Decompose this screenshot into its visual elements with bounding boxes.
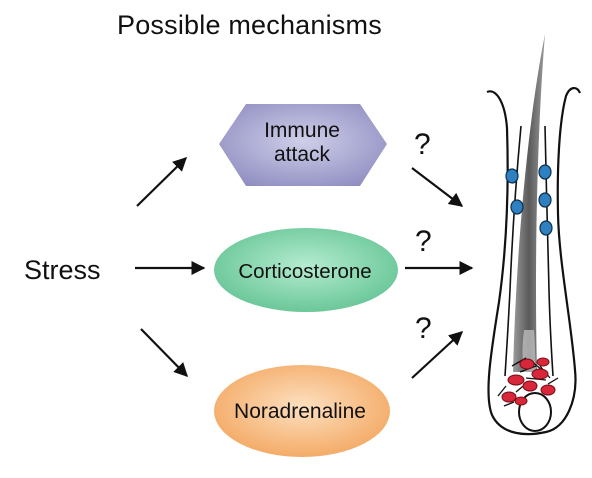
arrow-noradrenaline-to-follicle xyxy=(411,331,464,379)
noradrenaline-node xyxy=(214,365,390,457)
question-mark-corticosterone: ? xyxy=(415,225,432,258)
diagram-title: Possible mechanisms xyxy=(117,10,382,40)
corticosterone-text: Corticosterone xyxy=(238,260,372,283)
stress-label: Stress xyxy=(24,255,101,285)
arrow-stress-to-noradrenaline xyxy=(140,328,188,378)
question-mark-noradrenaline: ? xyxy=(415,312,432,345)
corticosterone-node xyxy=(214,228,398,312)
immune-attack-node xyxy=(219,104,387,186)
noradrenaline-text: Noradrenaline xyxy=(234,400,366,423)
immune-attack-label: Immune attack xyxy=(222,108,382,178)
noradrenaline-label: Noradrenaline xyxy=(210,376,390,448)
immune-attack-text: Immune attack xyxy=(264,119,340,166)
dermal-cells xyxy=(497,357,559,407)
question-mark-immune: ? xyxy=(414,128,431,161)
hair-follicle-icon xyxy=(486,34,582,436)
stem-cells xyxy=(505,164,553,236)
arrow-immune-to-follicle xyxy=(411,167,464,207)
corticosterone-label: Corticosterone xyxy=(212,236,398,308)
arrow-stress-to-immune xyxy=(136,157,188,207)
